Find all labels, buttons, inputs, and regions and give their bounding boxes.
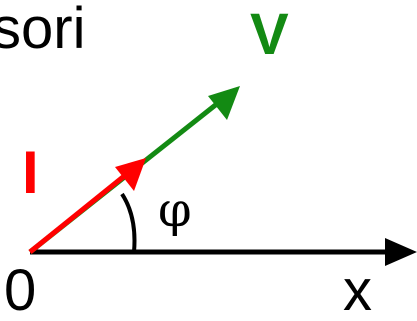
current-vector-arrowhead bbox=[115, 158, 146, 191]
angle-arc bbox=[120, 192, 137, 253]
title-fragment: sori bbox=[0, 0, 86, 61]
current-vector-label: I bbox=[22, 139, 39, 206]
x-axis bbox=[30, 238, 417, 266]
phase-angle-label: φ bbox=[158, 182, 192, 238]
voltage-vector-label: V bbox=[250, 2, 289, 67]
current-vector bbox=[28, 158, 146, 254]
origin-label: 0 bbox=[4, 258, 37, 321]
voltage-vector-arrowhead bbox=[208, 86, 240, 120]
current-vector-line bbox=[28, 171, 130, 254]
x-axis-label: x bbox=[343, 258, 372, 321]
x-axis-arrowhead bbox=[385, 238, 417, 266]
